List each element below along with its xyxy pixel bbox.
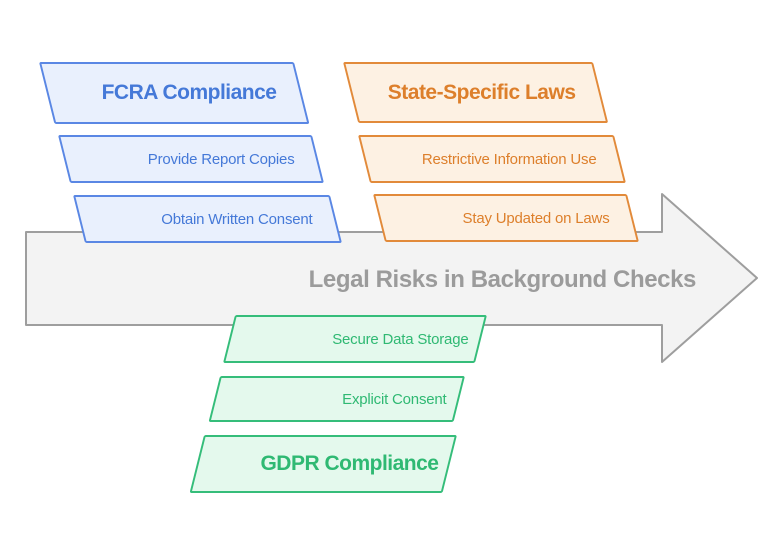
state-laws-header-box: State-Specific Laws (343, 62, 609, 123)
fcra-item-box: Obtain Written Consent (73, 195, 342, 243)
gdpr-item-label: Explicit Consent (342, 390, 447, 408)
state-laws-item-box: Stay Updated on Laws (373, 194, 639, 242)
gdpr-item-box: Secure Data Storage (223, 315, 487, 363)
gdpr-item-label: Secure Data Storage (332, 330, 469, 348)
fcra-header-label: FCRA Compliance (101, 81, 277, 104)
gdpr-item-box: Explicit Consent (208, 376, 465, 422)
gdpr-header-label: GDPR Compliance (260, 452, 439, 475)
gdpr-header-box: GDPR Compliance (189, 435, 457, 493)
state-laws-header-label: State-Specific Laws (387, 80, 576, 104)
state-laws-item-box: Restrictive Information Use (358, 135, 626, 183)
fcra-item-box: Provide Report Copies (58, 135, 324, 183)
fcra-header-box: FCRA Compliance (39, 62, 310, 124)
state-laws-item-label: Restrictive Information Use (421, 150, 597, 168)
fcra-item-label: Provide Report Copies (147, 150, 295, 168)
state-laws-item-label: Stay Updated on Laws (462, 209, 610, 227)
arrow-title: Legal Risks in Background Checks (308, 266, 697, 293)
fcra-item-label: Obtain Written Consent (161, 210, 313, 228)
